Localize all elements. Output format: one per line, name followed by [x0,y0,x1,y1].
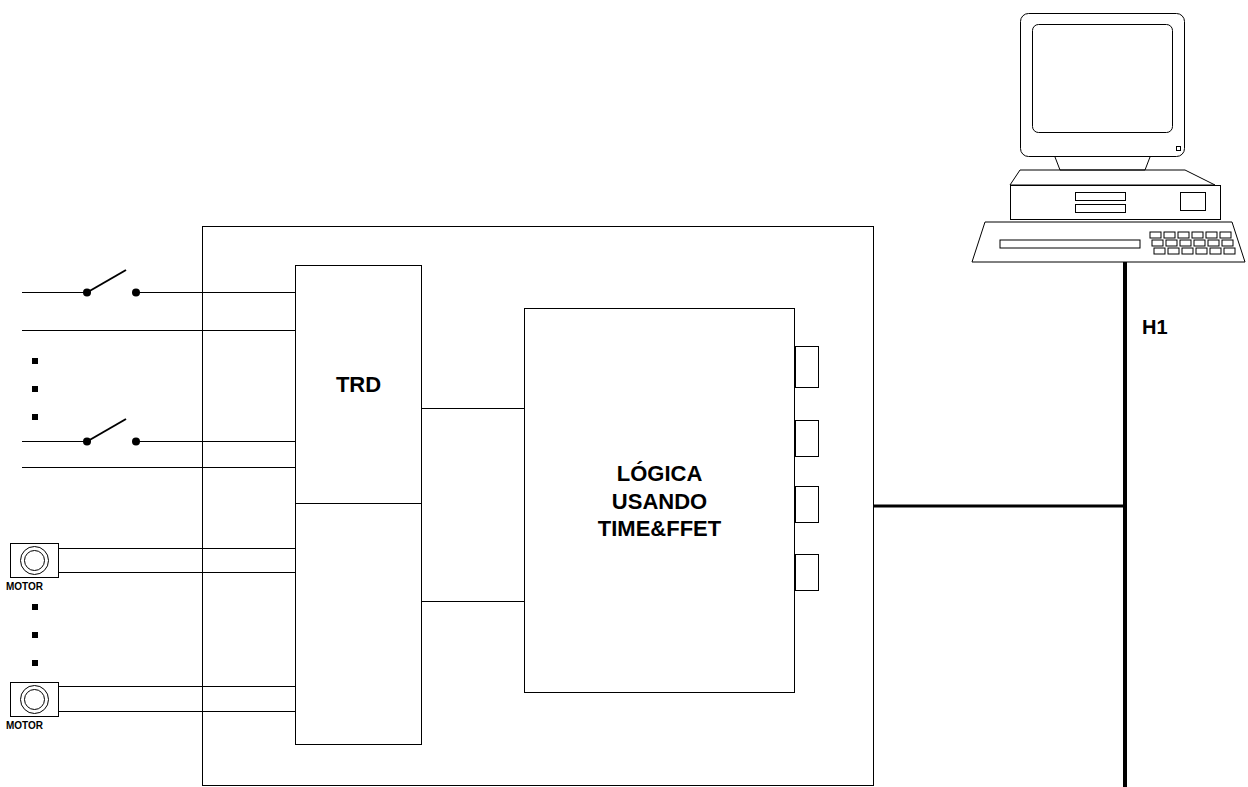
switch-blade [87,419,126,442]
keyboard-key [1196,248,1207,254]
switch-wire [22,292,87,293]
motor-label: MOTOR [6,720,43,731]
computer-case [1010,170,1215,185]
keyboard-key [1164,232,1175,238]
logic-port [796,421,819,457]
disk-drive [1076,205,1126,213]
keyboard-key [1150,232,1161,238]
motor-wire [58,686,295,687]
motor-symbol [11,683,59,717]
computer-monitor [1021,14,1185,157]
keyboard-key [1168,248,1179,254]
switch-contact [132,289,140,297]
switch-contact [83,438,91,446]
keyboard-key [1220,232,1231,238]
switch-wire [22,330,295,331]
computer-keyboard [972,222,1245,262]
switch-contact [83,289,91,297]
keyboard-key [1224,248,1235,254]
computer-panel [1181,193,1206,211]
keyboard-key [1194,240,1205,246]
ellipsis-dot [32,358,38,364]
motor-symbol [21,686,49,714]
keyboard-key [1208,240,1219,246]
ellipsis-dot [32,604,38,610]
keyboard-key [1222,240,1233,246]
switch-wire [22,441,87,442]
block-title: TRD [336,371,381,399]
switch-blade [87,270,126,293]
disk-drive [1076,193,1126,201]
ellipsis-dot [32,660,38,666]
motor-wire [58,711,295,712]
keyboard-key [1166,240,1177,246]
keyboard-key [1192,232,1203,238]
logic-port [796,555,819,591]
fieldbus-spur [873,505,1125,508]
switch-contact [132,438,140,446]
block-title: LÓGICA USANDO TIME&FFET [595,460,725,543]
computer-led [1177,147,1181,151]
computer-screen [1033,25,1173,133]
motor-symbol [21,547,49,575]
keyboard-key [1180,240,1191,246]
motor-symbol [25,551,45,571]
ellipsis-dot [32,414,38,420]
fieldbus-trunk [1123,262,1127,787]
signal-link [422,408,524,409]
ellipsis-dot [32,632,38,638]
switch-wire [136,441,295,442]
motor-label: MOTOR [6,581,43,592]
ellipsis-dot [32,386,38,392]
computer-case [1011,186,1221,220]
logic-port [796,487,819,523]
trd-divider [295,503,422,504]
motor-wire [58,572,295,573]
switch-wire [136,292,295,293]
motor-symbol [25,690,45,710]
logic-port [796,347,819,388]
text-holder: TRD [296,266,421,504]
switch-wire [22,467,295,468]
keyboard-key [1154,248,1165,254]
keyboard-key [1152,240,1163,246]
keyboard-key [1206,232,1217,238]
text-holder: LÓGICA USANDO TIME&FFET [525,309,794,694]
logic-block: LÓGICA USANDO TIME&FFET [524,308,795,693]
bus-name: H1 [1142,316,1168,339]
keyboard-key [1182,248,1193,254]
keyboard-key [1178,232,1189,238]
transducer-block: TRD [295,265,422,745]
signal-link [422,601,524,602]
monitor-stand [1055,157,1150,170]
keyboard-key [1210,248,1221,254]
keyboard-key [1000,240,1140,248]
motor-wire [58,548,295,549]
device-housing [203,227,874,786]
motor-symbol [11,544,59,578]
